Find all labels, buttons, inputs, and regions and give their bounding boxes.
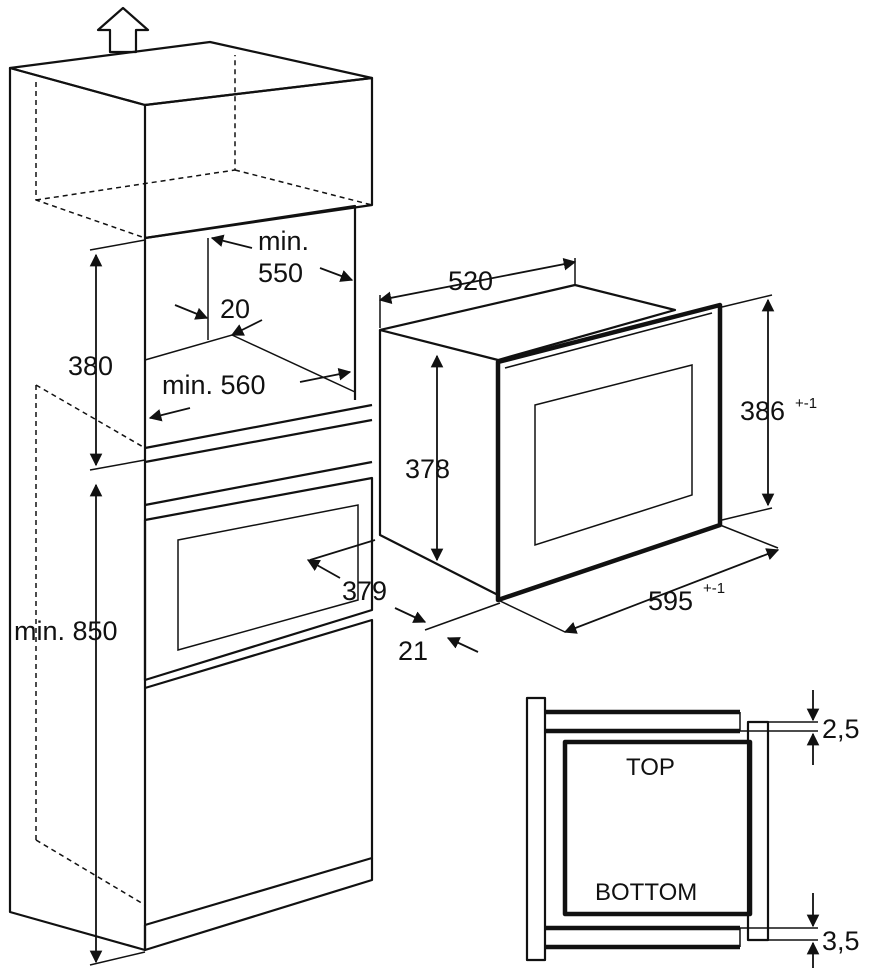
label-386: 386 [740, 396, 785, 426]
label-bottom: BOTTOM [595, 879, 697, 906]
tall-cabinet [8, 40, 374, 952]
label-520: 520 [448, 266, 493, 296]
label-378: 378 [405, 454, 450, 484]
cabinet-dimensions [89, 234, 354, 966]
label-min550-line1: min. [258, 226, 309, 256]
label-379: 379 [342, 576, 387, 606]
label-2-5: 2,5 [822, 714, 860, 744]
label-21: 21 [398, 636, 428, 666]
label-min850: min. 850 [14, 616, 118, 646]
label-top: TOP [626, 754, 675, 781]
microwave-appliance [378, 283, 723, 603]
section-detail [525, 690, 820, 968]
label-595: 595 [648, 586, 693, 616]
ventilation-arrow-icon [96, 6, 150, 54]
label-595-tolerance: +-1 [703, 580, 725, 597]
label-min550-line2: 550 [258, 258, 303, 288]
label-20: 20 [220, 294, 250, 324]
label-3-5: 3,5 [822, 926, 860, 956]
label-380: 380 [68, 351, 113, 381]
label-min560: min. 560 [162, 370, 266, 400]
microwave-dimensions [306, 257, 780, 653]
label-386-tolerance: +-1 [795, 395, 817, 412]
